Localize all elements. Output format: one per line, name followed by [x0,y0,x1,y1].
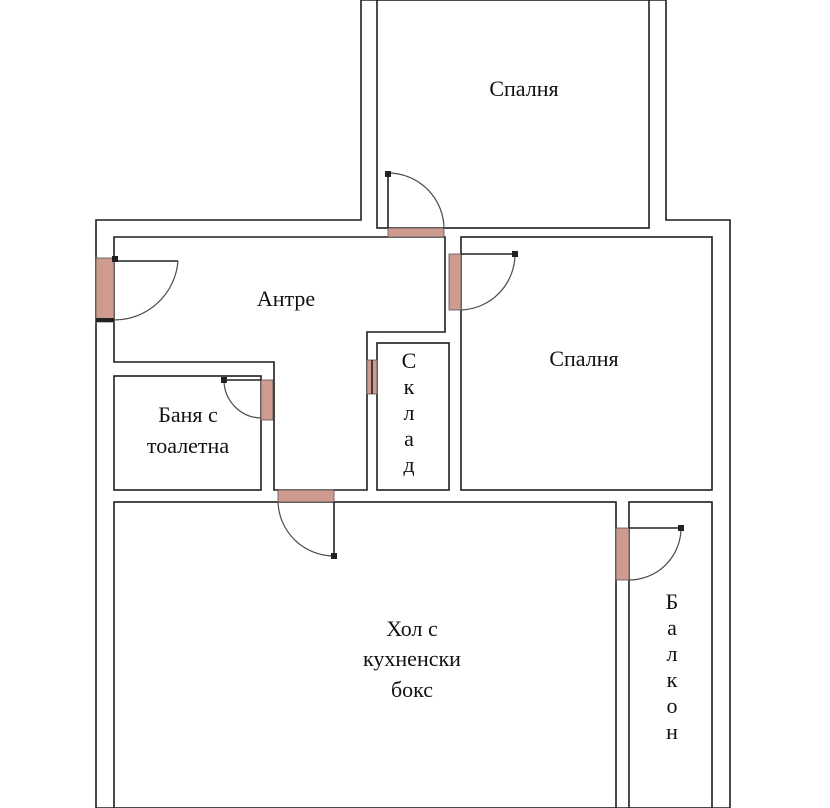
room-storage [376,342,450,491]
room-bedroom-right [460,236,713,491]
label-living-line1: Хол с [386,616,438,641]
room-hallway [113,236,446,491]
label-living-line3: бокс [391,677,433,702]
storage-label-letter: С [402,348,417,373]
room-bedroom-top [376,0,650,229]
room-bathroom [113,375,262,491]
storage-label-letter: а [404,426,414,451]
label-bathroom-line1: Баня с [158,402,218,427]
storage-label-letter: к [404,374,415,399]
label-living-line2: кухненски [363,646,461,671]
room-living [113,501,617,808]
bedroom-right-door [448,251,518,311]
storage-door [366,359,378,395]
label-bedroom-right: Спалня [549,346,618,371]
label-hallway: Антре [257,286,315,311]
balcony-label-letter: а [667,615,677,640]
storage-label-letter: л [404,400,415,425]
balcony-label-letter: Б [666,589,679,614]
label-bathroom-line2: тоалетна [147,433,229,458]
living-door [277,489,337,559]
balcony-label-letter: н [666,719,678,744]
storage-label-letter: д [403,452,414,477]
bathroom-door [221,377,274,421]
balcony-label-letter: л [667,641,678,666]
bedroom-top-door [385,171,445,238]
balcony-door [615,525,684,581]
balcony-label-letter: о [667,693,678,718]
label-bedroom-top: Спалня [489,76,558,101]
balcony-label-letter: к [667,667,678,692]
entrance-door [95,256,179,323]
room-balcony [628,501,713,808]
